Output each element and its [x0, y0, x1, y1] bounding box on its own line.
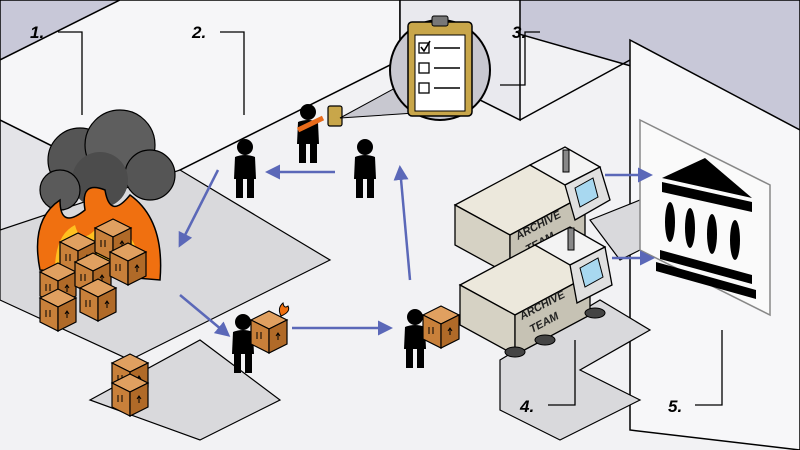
arrow-fire-to-carrier	[179, 294, 231, 337]
step-3-label: 3.	[512, 23, 526, 42]
truck-top: ARCHIVE TEAM	[453, 146, 611, 277]
arrow-step2-to-fire	[178, 169, 220, 248]
flow-arrows	[178, 164, 655, 337]
smoke-cloud	[39, 109, 176, 211]
callout-lines	[58, 31, 723, 406]
person-carrier-1	[232, 302, 290, 373]
step-2-label: 2.	[191, 23, 206, 42]
step-5-label: 5.	[668, 397, 682, 416]
person-with-tablet	[296, 104, 343, 163]
step-1-label: 1.	[30, 23, 44, 42]
rescued-boxes	[111, 353, 149, 417]
truck-bottom: ARCHIVE TEAM	[458, 226, 613, 358]
step-4-label: 4.	[519, 397, 534, 416]
checklist-callout	[339, 15, 491, 121]
arrow-carrier-to-queue	[393, 165, 412, 281]
archive-building-icon	[639, 118, 771, 317]
